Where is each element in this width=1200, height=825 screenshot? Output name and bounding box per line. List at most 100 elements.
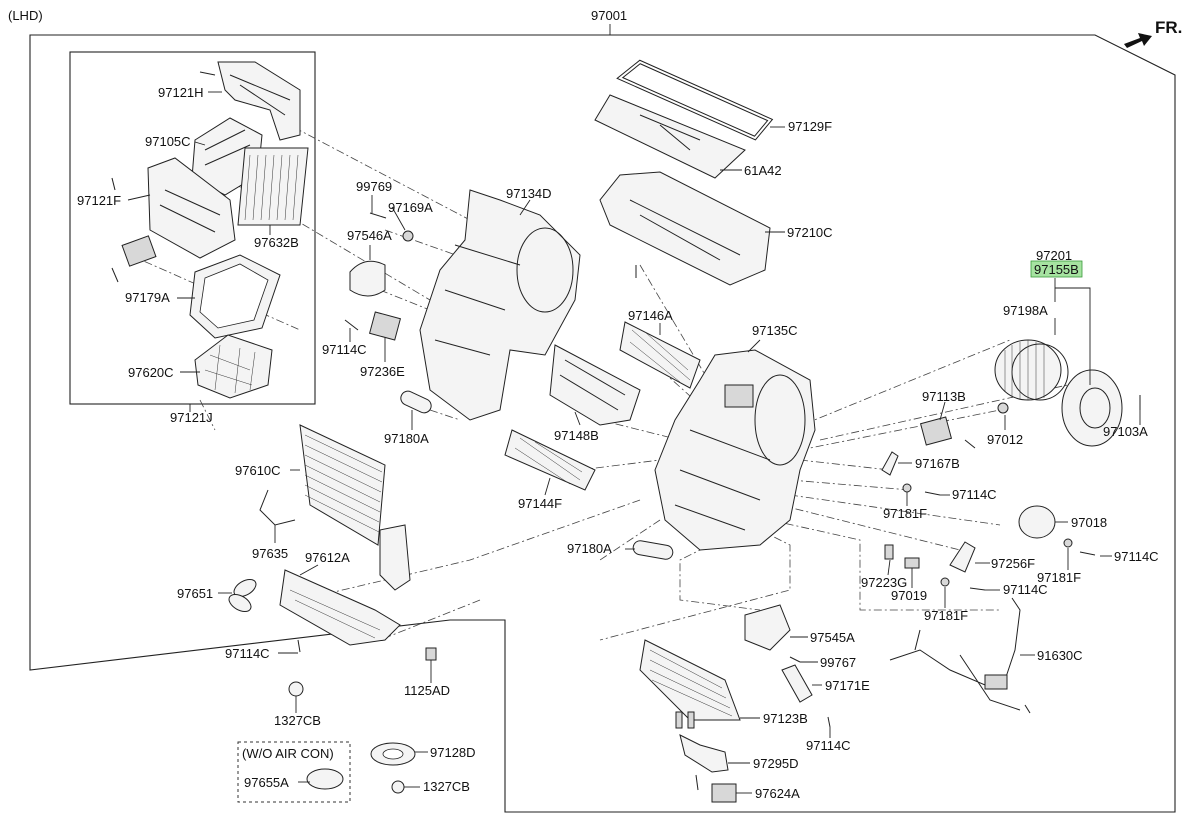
callout-97134D[interactable]: 97134D: [506, 186, 552, 201]
part-1327CB-shape: [288, 681, 304, 697]
leader-lines: [127, 91, 1141, 794]
callout-97620C[interactable]: 97620C: [128, 365, 174, 380]
callout-97114C-1[interactable]: 97114C: [322, 342, 367, 357]
callout-97103A[interactable]: 97103A: [1103, 424, 1148, 439]
part-actuator-shape: [121, 235, 157, 267]
construction-lines: [129, 119, 1091, 641]
callout-97114C-6[interactable]: 97114C: [806, 738, 851, 753]
callout-97128D[interactable]: 97128D: [430, 745, 476, 760]
callout-1327CB-1[interactable]: 1327CB: [274, 713, 321, 728]
callout-97179A[interactable]: 97179A: [125, 290, 170, 305]
callout-97105C[interactable]: 97105C: [145, 134, 191, 149]
part-1125AD-shape: [425, 647, 437, 661]
variant-label: (LHD): [8, 8, 43, 23]
part-97167B-shape: [881, 451, 899, 476]
callout-97113B[interactable]: 97113B: [922, 389, 966, 404]
callout-97545A[interactable]: 97545A: [810, 630, 855, 645]
part-97624A-shape: [711, 783, 737, 803]
part-97169A-shape: [402, 230, 414, 242]
callout-97121F[interactable]: 97121F: [77, 193, 121, 208]
callout-97148B[interactable]: 97148B: [554, 428, 599, 443]
callout-97223G[interactable]: 97223G: [861, 575, 907, 590]
part-97180A-2-shape: [632, 540, 674, 560]
part-97121F-shape: [147, 157, 236, 259]
part-97181F-shape: [902, 483, 912, 493]
callout-97019[interactable]: 97019: [891, 588, 927, 603]
callout-91630C[interactable]: 91630C: [1037, 648, 1083, 663]
callout-97012[interactable]: 97012: [987, 432, 1023, 447]
part-61A42-shape: [594, 94, 746, 179]
part-97181F-2-shape: [1063, 538, 1073, 548]
callout-97129F[interactable]: 97129F: [788, 119, 832, 134]
callout-99769[interactable]: 99769: [356, 179, 392, 194]
callout-97167B[interactable]: 97167B: [915, 456, 960, 471]
part-97180A-shape: [400, 390, 432, 414]
highlight-97155B: [1030, 260, 1083, 278]
callout-97256F[interactable]: 97256F: [991, 556, 1035, 571]
front-arrow-icon: [1124, 33, 1152, 48]
callout-97632B[interactable]: 97632B: [254, 235, 299, 250]
direction-label: FR.: [1155, 18, 1182, 37]
callout-97201[interactable]: 97201: [1036, 248, 1072, 263]
part-1327CB-2-shape: [391, 780, 405, 794]
callout-97114C-2[interactable]: 97114C: [952, 487, 997, 502]
callout-97610C[interactable]: 97610C: [235, 463, 281, 478]
part-97651-shape: [228, 578, 257, 613]
part-97620C-shape: [194, 334, 273, 399]
callout-97180A-2[interactable]: 97180A: [567, 541, 612, 556]
callout-1125AD[interactable]: 1125AD: [404, 683, 450, 698]
callout-97181F-1[interactable]: 97181F: [883, 506, 927, 521]
callout-97114C-5[interactable]: 97114C: [225, 646, 270, 661]
callout-1327CB-2[interactable]: 1327CB: [423, 779, 470, 794]
intake-subgroup-box: [69, 51, 316, 405]
callout-97121H[interactable]: 97121H: [158, 85, 204, 100]
callout-97171E[interactable]: 97171E: [825, 678, 870, 693]
part-97018-shape: [1018, 505, 1056, 539]
callout-97146A[interactable]: 97146A: [628, 308, 673, 323]
callout-97655A[interactable]: 97655A: [244, 775, 289, 790]
part-97612A-shape: [279, 569, 401, 646]
callout-97155B[interactable]: 97155B: [1034, 262, 1079, 277]
callout-97114C-4[interactable]: 97114C: [1003, 582, 1048, 597]
callout-97635[interactable]: 97635: [252, 546, 288, 561]
callout-97144F[interactable]: 97144F: [518, 496, 562, 511]
callout-61A42[interactable]: 61A42: [744, 163, 782, 178]
callout-97135C[interactable]: 97135C: [752, 323, 798, 338]
callout-97123B[interactable]: 97123B: [763, 711, 808, 726]
part-97171E-shape: [781, 664, 813, 703]
part-97146A-shape: [619, 321, 701, 389]
callout-97114C-3[interactable]: 97114C: [1114, 549, 1159, 564]
part-97632B-shape: [237, 147, 309, 226]
part-91630C-connector-shape: [984, 674, 1008, 690]
assembly-frame: [29, 34, 1176, 813]
callout-97624A[interactable]: 97624A: [755, 786, 800, 801]
callout-97612A[interactable]: 97612A: [305, 550, 350, 565]
part-97134D-shape: [419, 189, 581, 421]
callout-97546A[interactable]: 97546A: [347, 228, 392, 243]
part-97545A-shape: [744, 604, 791, 651]
callout-99767[interactable]: 99767: [820, 655, 856, 670]
callout-97169A[interactable]: 97169A: [388, 200, 433, 215]
part-97295D-shape: [679, 734, 729, 773]
part-97121H-shape: [217, 61, 301, 141]
intake-subgroup-label: 97121J: [170, 410, 213, 425]
screw-icons: [111, 71, 1141, 791]
callout-97180A-1[interactable]: 97180A: [384, 431, 429, 446]
part-97144F-shape: [504, 429, 596, 491]
callout-97236E[interactable]: 97236E: [360, 364, 405, 379]
assembly-label: 97001: [591, 8, 627, 23]
part-97236E-shape: [368, 311, 402, 341]
callout-97181F-3[interactable]: 97181F: [924, 608, 968, 623]
part-97012-shape: [997, 402, 1009, 414]
callout-97018[interactable]: 97018: [1071, 515, 1107, 530]
callout-97198A[interactable]: 97198A: [1003, 303, 1048, 318]
part-97019-shape: [904, 557, 920, 569]
callout-97181F-2[interactable]: 97181F: [1037, 570, 1081, 585]
callout-97210C[interactable]: 97210C: [787, 225, 833, 240]
part-97223G-shape: [884, 544, 894, 560]
callout-97651[interactable]: 97651: [177, 586, 213, 601]
callout-97295D[interactable]: 97295D: [753, 756, 799, 771]
part-97148B-shape: [549, 344, 641, 426]
